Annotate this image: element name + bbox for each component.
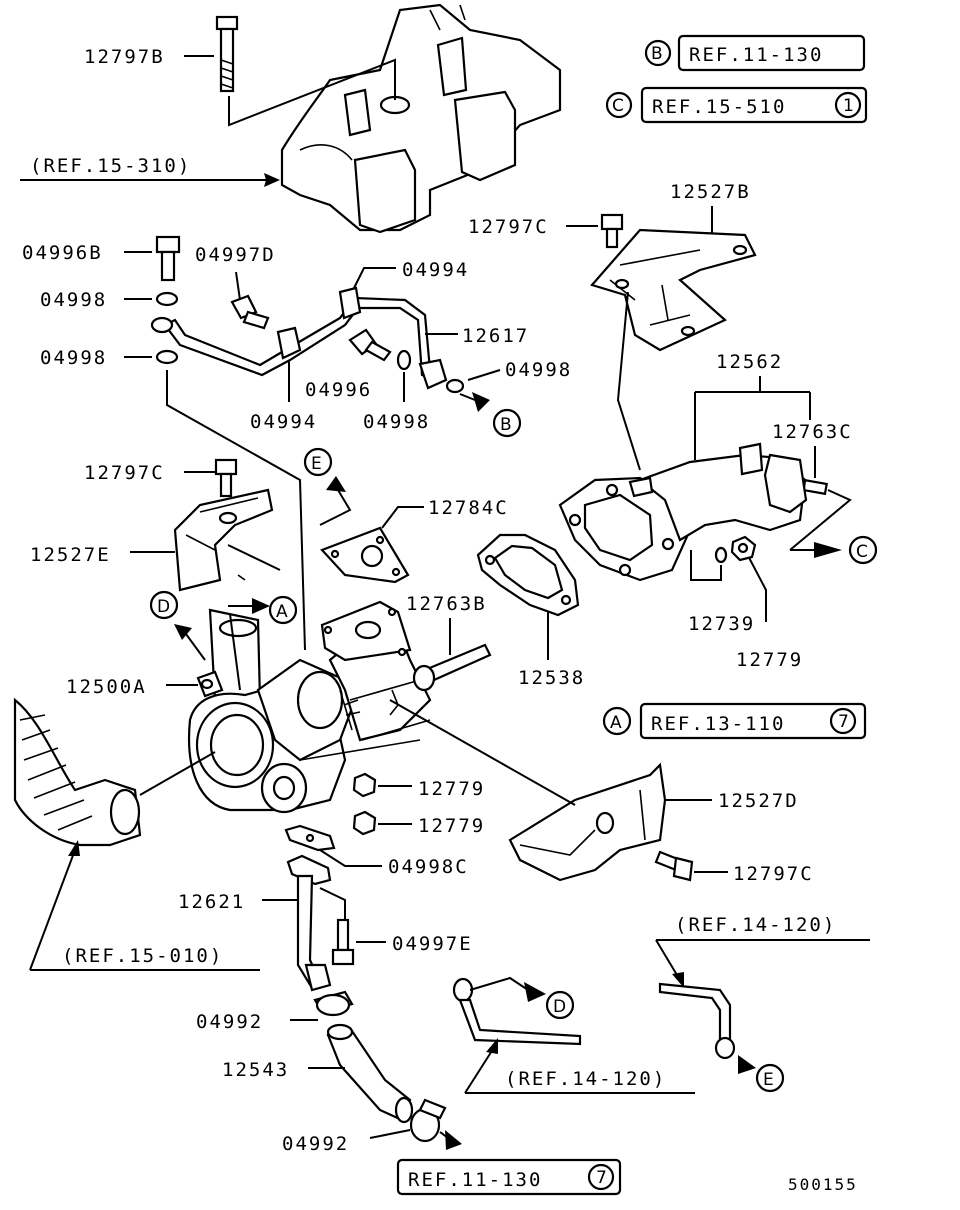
stud-12763C bbox=[802, 478, 828, 496]
bracket-12527B bbox=[590, 228, 757, 352]
callout-04998-d: 04998 bbox=[505, 359, 572, 381]
fitting-12500A bbox=[196, 670, 224, 698]
stud-12763B bbox=[412, 643, 492, 692]
vacuum-pipe-e bbox=[658, 982, 736, 1060]
ref-11-130-bottom-num: 7 bbox=[596, 1168, 607, 1188]
callout-04992-a: 04992 bbox=[196, 1011, 263, 1033]
ref-15-310: (REF.15-310) bbox=[30, 155, 191, 177]
nut-12779-right bbox=[730, 535, 757, 562]
oil-feed-pipe-12617 bbox=[150, 286, 448, 390]
marker-d-turbo: D bbox=[157, 597, 170, 617]
nut-12779-b bbox=[352, 810, 377, 836]
bolt-12797C-bottom bbox=[654, 850, 694, 882]
callout-04998-b: 04998 bbox=[40, 347, 107, 369]
exhaust-manifold bbox=[280, 3, 562, 234]
washer-04998-c bbox=[396, 349, 412, 371]
ref-11-130-bottom: REF.11-130 bbox=[408, 1169, 542, 1191]
callout-12527E: 12527E bbox=[30, 544, 111, 566]
gasket-04998C bbox=[284, 824, 336, 852]
elbow-12562 bbox=[558, 442, 808, 582]
callout-12797C-mid: 12797C bbox=[84, 462, 165, 484]
ref-15-510-num: 1 bbox=[843, 96, 854, 116]
callout-12617: 12617 bbox=[462, 325, 529, 347]
bolt-04997D bbox=[230, 294, 270, 330]
callout-04996B: 04996B bbox=[22, 242, 103, 264]
callout-12763C: 12763C bbox=[772, 421, 853, 443]
washer-04998-d bbox=[445, 378, 465, 394]
hose-12543 bbox=[326, 1023, 414, 1124]
callout-12797C-bottom: 12797C bbox=[733, 863, 814, 885]
callout-04992-b: 04992 bbox=[282, 1133, 349, 1155]
callout-04994-top: 04994 bbox=[402, 259, 469, 281]
callout-12763B: 12763B bbox=[406, 593, 487, 615]
marker-a-turbo: A bbox=[276, 602, 288, 622]
ref-15-010: (REF.15-010) bbox=[62, 945, 223, 967]
callout-12538: 12538 bbox=[518, 667, 585, 689]
callout-04998C: 04998C bbox=[388, 856, 469, 878]
callout-04997E: 04997E bbox=[392, 933, 473, 955]
callout-12527B: 12527B bbox=[670, 181, 751, 203]
callout-04996: 04996 bbox=[305, 379, 372, 401]
ref-14-120-mid: (REF.14-120) bbox=[505, 1068, 666, 1090]
marker-e-pipe: E bbox=[763, 1070, 774, 1090]
bolt-04996B bbox=[155, 235, 181, 282]
callout-04998-c: 04998 bbox=[363, 411, 430, 433]
ref-13-110: REF.13-110 bbox=[651, 713, 785, 735]
ref-bottom-box: REF.11-130 7 bbox=[396, 1158, 622, 1196]
washer-12739 bbox=[714, 546, 728, 564]
marker-b-pipe: B bbox=[500, 415, 512, 435]
clamp-04992-b bbox=[409, 1098, 447, 1143]
callout-12739: 12739 bbox=[688, 613, 755, 635]
ref-15-510: REF.15-510 bbox=[652, 96, 786, 118]
marker-d-pipe: D bbox=[553, 997, 566, 1017]
turbocharger bbox=[188, 600, 432, 814]
bolt-04997E bbox=[331, 918, 355, 966]
nut-12779-a bbox=[352, 772, 377, 798]
callout-12621: 12621 bbox=[178, 891, 245, 913]
bolt-12797C-mid bbox=[214, 458, 238, 498]
callout-12797B: 12797B bbox=[84, 46, 165, 68]
bolt-12797C-top bbox=[600, 213, 624, 249]
ref-a-box: A REF.13-110 7 bbox=[602, 702, 867, 740]
callout-12543: 12543 bbox=[222, 1059, 289, 1081]
callout-12797C-top: 12797C bbox=[468, 216, 549, 238]
bolt-04996 bbox=[348, 328, 392, 362]
marker-a-box: A bbox=[610, 713, 622, 733]
bolt-12797B bbox=[215, 15, 239, 93]
intake-hose bbox=[13, 697, 142, 847]
ref-c-box: C REF.15-510 1 bbox=[605, 86, 868, 124]
callout-04997D: 04997D bbox=[195, 244, 276, 266]
ref-13-110-num: 7 bbox=[838, 712, 849, 732]
callout-12779-a: 12779 bbox=[418, 778, 485, 800]
gasket-12538 bbox=[476, 533, 580, 617]
callout-12784C: 12784C bbox=[428, 497, 509, 519]
callout-12527D: 12527D bbox=[718, 790, 799, 812]
diagram-id: 500155 bbox=[788, 1175, 858, 1194]
gasket-12784C bbox=[320, 526, 410, 584]
ref-11-130-top: REF.11-130 bbox=[689, 44, 823, 66]
callout-12779-right: 12779 bbox=[736, 649, 803, 671]
oil-return-pipe-12621 bbox=[286, 854, 332, 992]
clamp-04992-a bbox=[313, 990, 354, 1017]
washer-04998-a bbox=[155, 291, 179, 307]
ref-b-box: B REF.11-130 bbox=[644, 34, 866, 72]
bracket-12527E bbox=[173, 488, 274, 592]
callout-12779-b: 12779 bbox=[418, 815, 485, 837]
bracket-12527D bbox=[508, 762, 667, 882]
marker-b-top: B bbox=[651, 44, 663, 64]
ref-14-120-right: (REF.14-120) bbox=[675, 914, 836, 936]
callout-04994-bottom: 04994 bbox=[250, 411, 317, 433]
callout-04998-a: 04998 bbox=[40, 289, 107, 311]
marker-c-top: C bbox=[612, 96, 624, 116]
marker-c-elbow: C bbox=[856, 542, 868, 562]
callout-12562: 12562 bbox=[716, 351, 783, 373]
marker-e-turbo: E bbox=[311, 454, 322, 474]
callout-12500A: 12500A bbox=[66, 676, 147, 698]
washer-04998-b bbox=[155, 349, 179, 365]
